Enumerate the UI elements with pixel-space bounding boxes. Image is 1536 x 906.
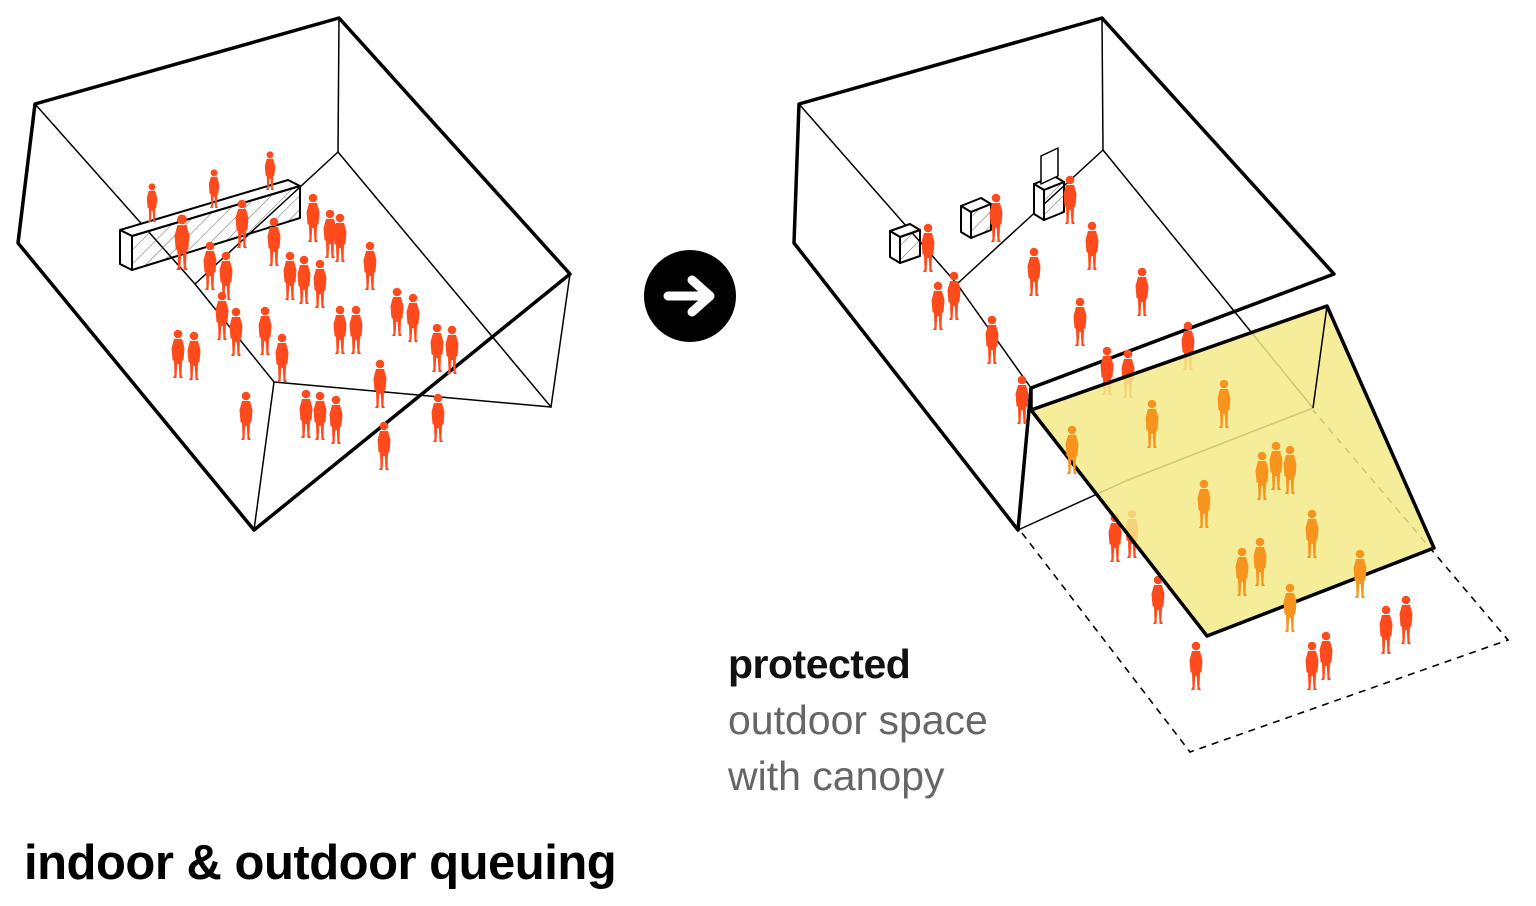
canopy-outline-ground: [1021, 409, 1510, 753]
person-silhouette: [146, 183, 158, 222]
person-silhouette: [1399, 595, 1413, 644]
person-silhouette: [306, 193, 320, 242]
person-silhouette: [1027, 247, 1041, 296]
person-silhouette: [390, 287, 404, 336]
person-silhouette: [406, 293, 420, 342]
arrow-right-icon: [644, 250, 736, 342]
person-silhouette: [373, 359, 387, 408]
person-silhouette: [215, 291, 229, 340]
person-silhouette: [187, 331, 201, 380]
queue-barrier: [119, 179, 301, 271]
person-silhouette: [333, 305, 347, 354]
person-silhouette: [431, 393, 445, 442]
person-silhouette: [430, 323, 444, 372]
person-silhouette: [229, 307, 243, 356]
person-silhouette: [313, 259, 327, 308]
person-silhouette: [275, 333, 289, 382]
indoor-queuing-box: [16, 16, 572, 532]
person-silhouette: [349, 305, 363, 354]
person-silhouette: [1151, 575, 1165, 624]
person-silhouette: [1319, 631, 1333, 680]
person-silhouette: [313, 391, 327, 440]
canopy-roof: [1029, 304, 1436, 638]
person-silhouette: [1085, 221, 1099, 270]
person-silhouette: [1135, 267, 1149, 316]
ticket-kiosks: [889, 147, 1065, 264]
caption-with-canopy: with canopy: [728, 753, 945, 799]
person-silhouette: [283, 251, 297, 300]
person-silhouette: [1379, 605, 1393, 654]
caption-protected: protected: [728, 641, 911, 687]
person-silhouette: [1073, 297, 1087, 346]
person-silhouette: [363, 241, 377, 290]
indoor-outdoor-queuing-box: [792, 16, 1510, 753]
person-silhouette: [1189, 641, 1203, 690]
person-silhouette: [989, 193, 1003, 242]
person-silhouette: [171, 329, 185, 378]
people-indoor-queue: [146, 151, 459, 470]
person-silhouette: [299, 389, 313, 438]
person-silhouette: [333, 213, 347, 262]
person-silhouette: [297, 255, 311, 304]
person-silhouette: [239, 391, 253, 440]
person-silhouette: [1063, 175, 1077, 224]
caption-outdoor-space: outdoor space: [728, 697, 988, 743]
person-silhouette: [203, 241, 217, 290]
person-silhouette: [985, 315, 999, 364]
diagram-title: indoor & outdoor queuing: [24, 836, 617, 890]
person-silhouette: [921, 223, 935, 272]
person-silhouette: [258, 306, 272, 355]
person-silhouette: [329, 395, 343, 444]
person-silhouette: [931, 281, 945, 330]
person-silhouette: [947, 271, 961, 320]
person-silhouette: [1305, 641, 1319, 690]
